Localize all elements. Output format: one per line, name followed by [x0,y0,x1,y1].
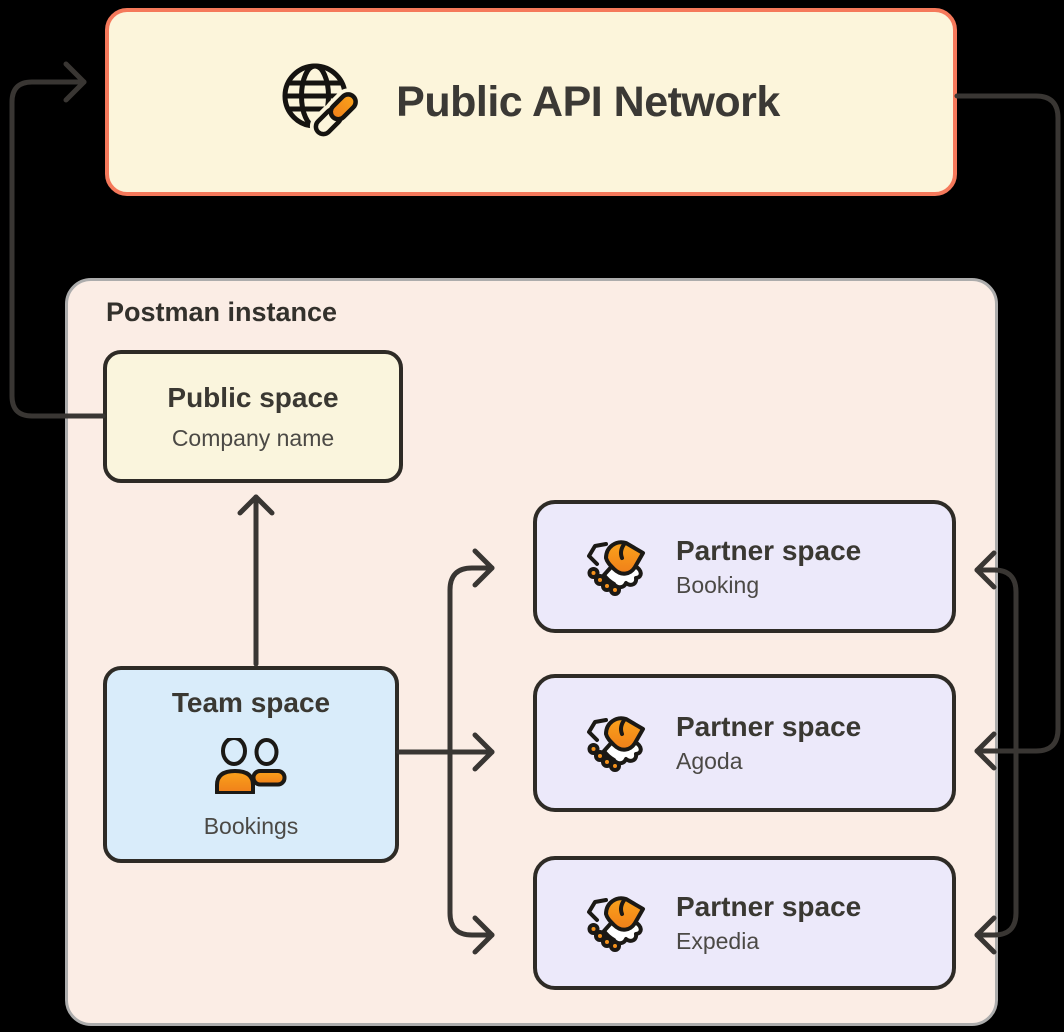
partner-space-title: Partner space [676,534,862,566]
arrowhead-into-pan [63,61,87,103]
public-space-title: Public space [167,381,339,413]
public-space-subtitle: Company name [171,424,335,451]
public-api-network-node: Public API Network [105,8,957,196]
team-space-node: Team space Bookings [103,666,399,863]
partner-space-title: Partner space [676,711,862,742]
partner-space-node-agoda: Partner space Agoda [533,674,956,812]
globe-link-icon [282,63,361,141]
partner-space-node-expedia: Partner space Expedia [533,856,956,990]
public-api-network-title: Public API Network [396,77,780,126]
partner-space-subtitle: Agoda [676,748,743,774]
handshake-icon [585,536,651,598]
partner-space-subtitle: Expedia [676,928,760,954]
partner-space-node-booking: Partner space Booking [533,500,956,633]
public-space-node: Public space Company name [103,350,403,483]
handshake-icon [585,892,651,954]
team-members-icon [215,738,287,794]
handshake-icon [585,712,651,774]
partner-space-subtitle: Booking [676,571,760,598]
team-space-subtitle: Bookings [203,813,299,839]
team-space-title: Team space [171,687,331,718]
postman-instance-label: Postman instance [106,297,338,327]
partner-space-title: Partner space [676,891,862,922]
